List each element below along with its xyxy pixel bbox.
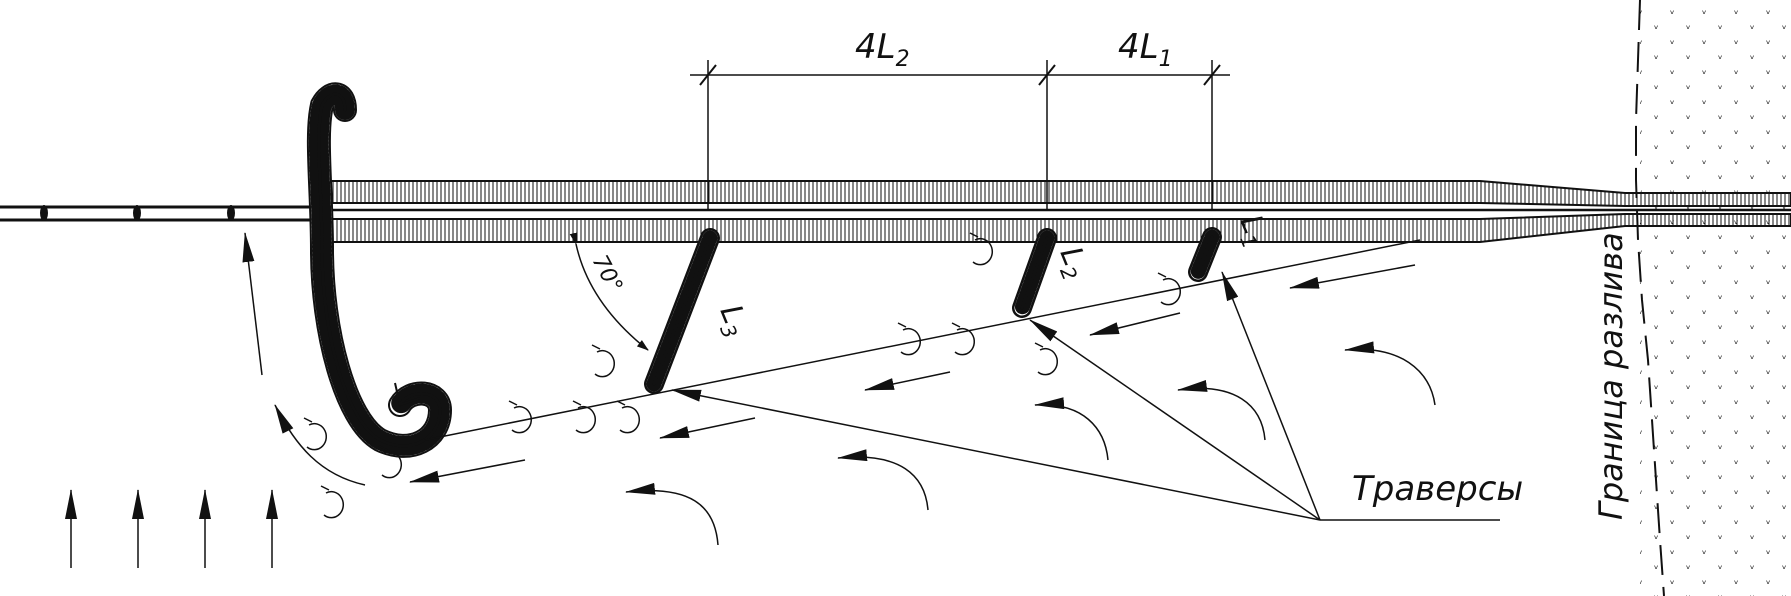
vortex-symbols — [303, 232, 1182, 519]
float-marker — [133, 205, 141, 221]
callout-leaders — [671, 271, 1500, 521]
anchor-line — [0, 205, 330, 222]
float-marker — [40, 205, 48, 221]
hook-boom — [306, 82, 453, 458]
dim-label-4l2: 4L2 — [855, 27, 910, 72]
callout-label: Траверсы — [1352, 469, 1523, 509]
dimension-lines — [690, 60, 1230, 210]
curved-current-arrows — [274, 341, 1436, 546]
boundary-label: Граница разлива — [1592, 232, 1630, 520]
traverse-l2 — [1012, 228, 1057, 318]
spill-boundary-line — [1635, 0, 1665, 596]
main-boom — [329, 180, 1791, 243]
guide-line — [424, 239, 1421, 441]
traverse-label-l2: L2 — [1049, 242, 1096, 284]
traverse-l1 — [1188, 227, 1222, 282]
traverse-l3 — [644, 228, 720, 394]
spill-zone — [1635, 0, 1791, 596]
traverse-label-l3: L3 — [709, 300, 756, 342]
angle-arc — [569, 232, 649, 351]
dim-label-4l1: 4L1 — [1118, 27, 1173, 72]
float-marker — [227, 205, 235, 221]
angle-label: 70° — [587, 251, 627, 297]
flow-arrows — [65, 232, 1416, 568]
